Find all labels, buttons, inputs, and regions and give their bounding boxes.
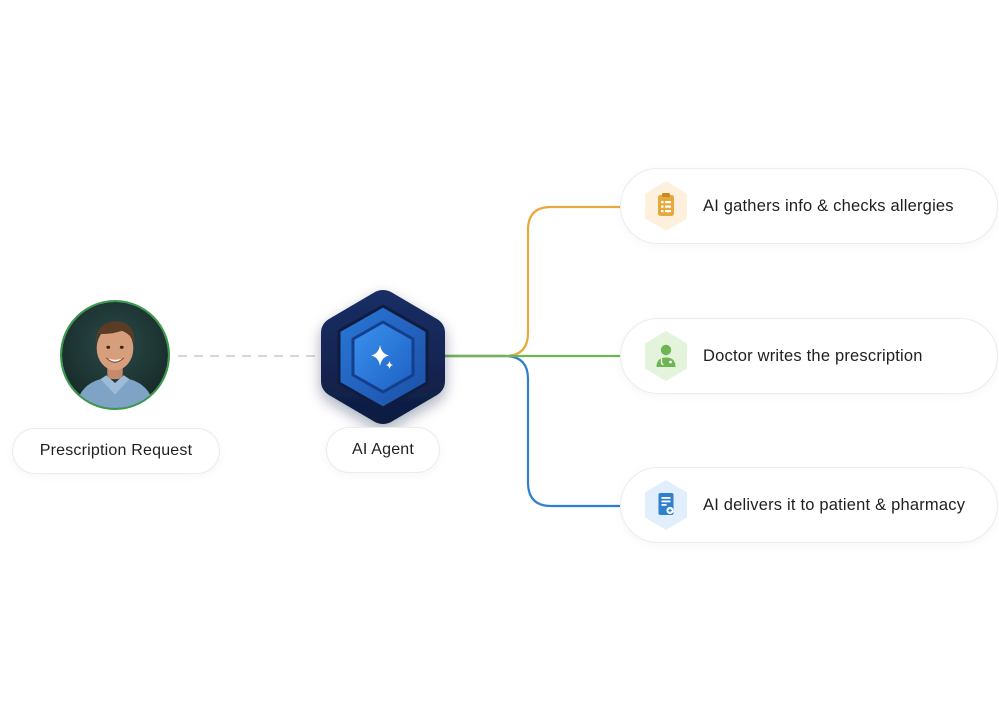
doctor-icon — [645, 331, 687, 381]
task-doctor-writes-label: Doctor writes the prescription — [703, 346, 923, 365]
sparkle-icon — [371, 345, 393, 369]
person-avatar — [60, 300, 170, 410]
task-gathers-info[interactable]: AI gathers info & checks allergies — [620, 168, 998, 244]
branch-line-delivers — [432, 354, 622, 508]
ai-agent-pill: AI Agent — [326, 427, 440, 473]
clipboard-list-icon — [645, 181, 687, 231]
ai-agent-node[interactable] — [316, 286, 450, 428]
prescription-document-icon — [645, 480, 687, 530]
ai-agent-label: AI Agent — [351, 441, 415, 458]
task-gathers-info-label: AI gathers info & checks allergies — [703, 196, 954, 215]
prescription-request-label: Prescription Request — [39, 442, 193, 459]
task-delivers-label: AI delivers it to patient & pharmacy — [703, 495, 966, 514]
branch-line-gathers-info — [432, 205, 622, 358]
task-delivers[interactable]: AI delivers it to patient & pharmacy — [620, 467, 998, 543]
prescription-request-pill: Prescription Request — [12, 428, 220, 474]
task-doctor-writes[interactable]: Doctor writes the prescription — [620, 318, 998, 394]
